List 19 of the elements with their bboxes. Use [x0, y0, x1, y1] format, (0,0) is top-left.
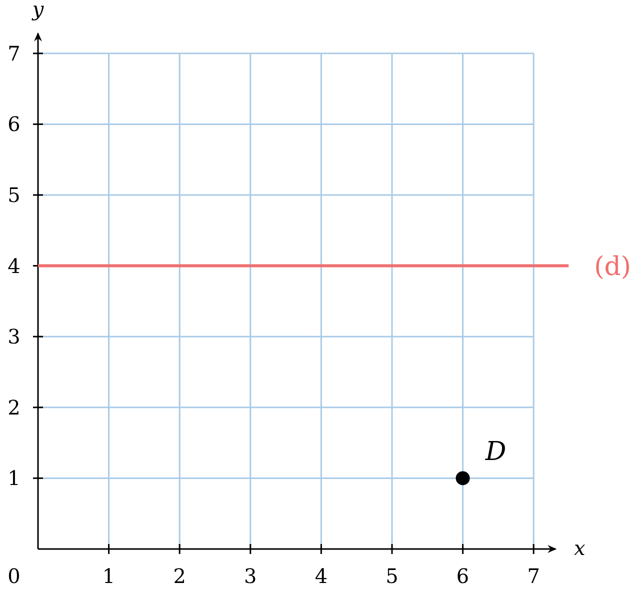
origin-label: 0: [8, 564, 20, 588]
tick-label: 5: [386, 564, 398, 588]
tick-label: 6: [8, 112, 20, 136]
tick-label: 3: [8, 324, 20, 349]
tick-label: 4: [314, 564, 328, 588]
tick-label: 4: [8, 254, 20, 278]
tick-label: 3: [244, 564, 257, 588]
tick-label: 7: [8, 41, 20, 66]
tick-label: 2: [8, 395, 20, 420]
tick-label: 5: [8, 183, 20, 207]
tick-label: 7: [527, 564, 540, 588]
point-label: D: [485, 437, 506, 468]
axis-label: x: [574, 536, 586, 560]
axis-label: y: [32, 0, 44, 21]
tick-label: 1: [8, 466, 20, 490]
tick-label: 1: [102, 564, 116, 588]
line-label: (d): [594, 252, 632, 282]
tick-label: 2: [173, 564, 186, 588]
tick-label: 6: [456, 564, 470, 588]
